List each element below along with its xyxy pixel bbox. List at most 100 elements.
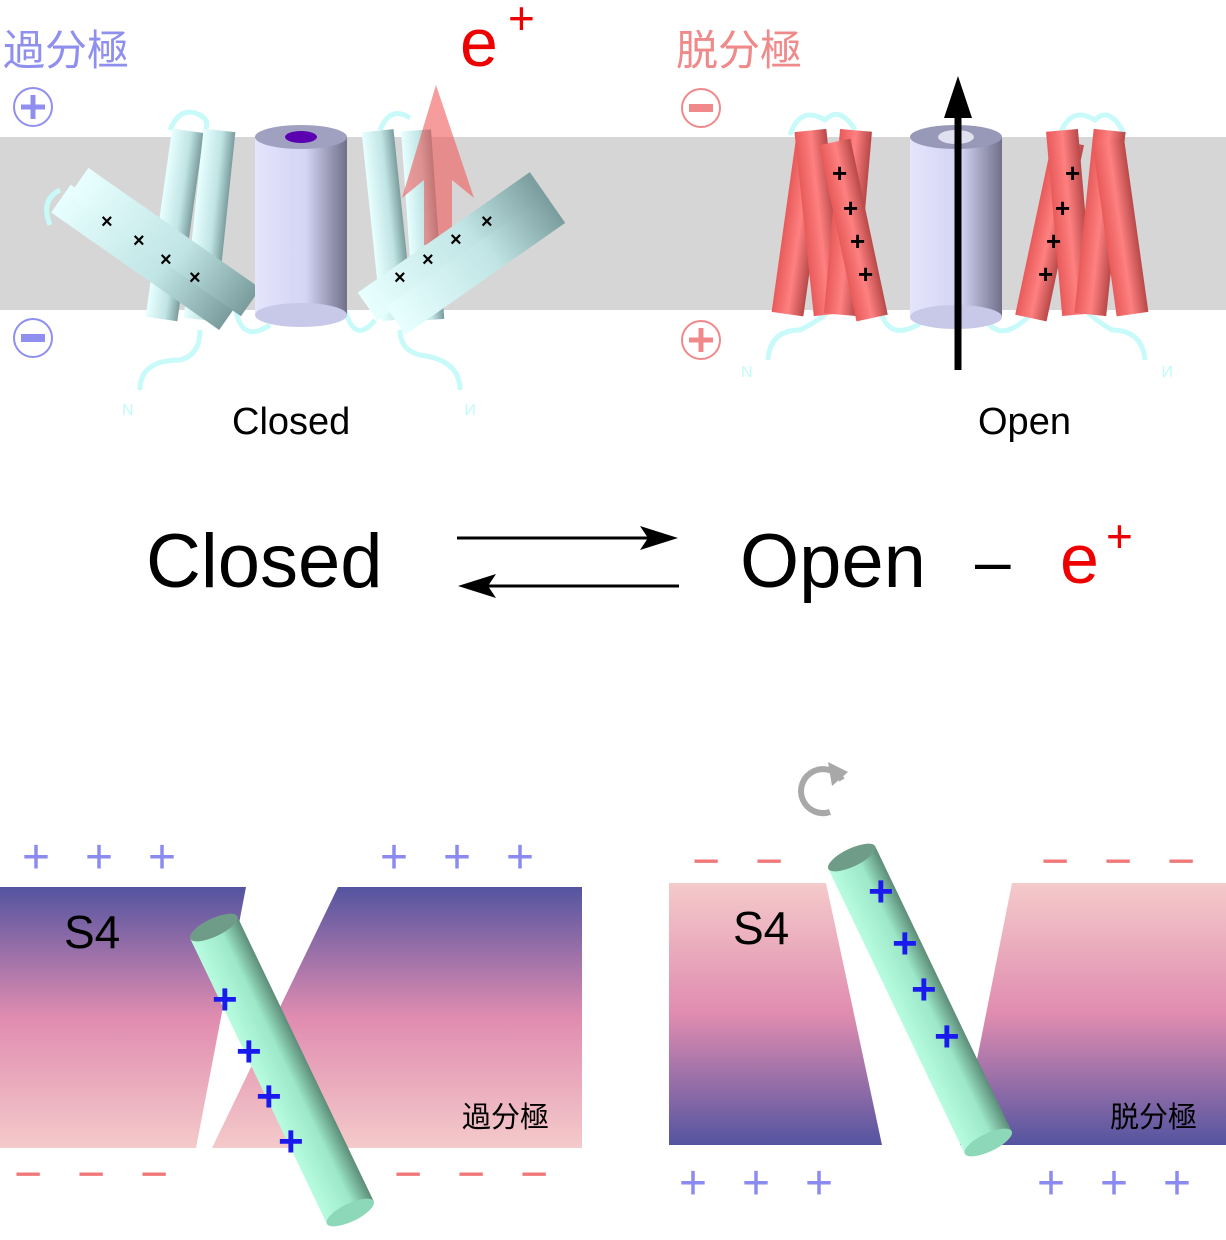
intracellular-charges: − − − − − − [14,1148,548,1201]
n-terminal-label: N [464,402,476,419]
svg-text:+: + [148,831,176,884]
open-channel-panel: 脱分極 + + + + [676,26,1173,443]
reverse-arrow-head-icon [458,574,496,598]
s4-charges: + + + + [212,975,304,1166]
svg-text:+: + [843,193,858,223]
svg-text:+: + [892,919,918,968]
svg-text:×: × [450,229,462,251]
svg-text:+: + [256,1072,282,1121]
closed-channel-panel: 過分極 × × × × [3,0,566,443]
closed-state-label: Closed [232,401,350,443]
svg-text:+: + [911,965,937,1014]
svg-text:×: × [101,211,113,233]
svg-text:+: + [805,1157,833,1210]
helix-cylinder [385,195,566,335]
svg-text:−: − [140,1148,168,1201]
svg-text:−: − [77,1148,105,1201]
plus-circle-icon [13,87,53,127]
rotation-arrow-icon [798,762,848,817]
membrane-block [0,887,246,1148]
depolarization-label: 脱分極 [676,26,802,75]
equation-closed: Closed [146,519,383,604]
n-terminal-label: N [741,364,753,381]
svg-text:+: + [1037,1157,1065,1210]
svg-text:+: + [443,831,471,884]
svg-text:+: + [1038,259,1053,289]
equation-ion: e [1060,520,1099,598]
svg-text:−: − [394,1148,422,1201]
helix-cylinder [819,138,888,322]
loop-segments [765,111,1148,361]
svg-text:+: + [212,975,238,1024]
svg-text:−: − [457,1148,485,1201]
svg-text:−: − [1104,835,1132,888]
svg-text:−: − [520,1148,548,1201]
arrow-head-icon [944,76,972,118]
minus-circle-icon [681,88,721,128]
minus-circle-icon [13,318,53,358]
svg-text:+: + [1065,158,1080,188]
s4-charges: + + + + [868,867,960,1061]
equation-ion-charge: + [1106,510,1133,562]
svg-text:+: + [742,1157,770,1210]
svg-text:×: × [481,211,493,233]
s4-helix-cylinder [189,913,375,1227]
equation-open: Open [740,519,926,604]
svg-text:+: + [380,831,408,884]
svg-text:−: − [1041,835,1069,888]
svg-text:+: + [1100,1157,1128,1210]
svg-text:−: − [1167,835,1195,888]
svg-text:×: × [422,249,434,271]
svg-text:+: + [934,1012,960,1061]
svg-text:+: + [506,831,534,884]
equilibrium-equation: Closed Open – e + [146,510,1133,604]
svg-text:+: + [1046,226,1061,256]
s4-depolarized-panel: − − − − − + + + + + + + + + + S4 [669,762,1226,1210]
charge-marks: × × × × [101,211,201,289]
svg-text:×: × [160,249,172,271]
helix-cylinder [1092,138,1149,317]
hyperpolarization-label: 過分極 [3,26,129,75]
svg-text:+: + [22,831,50,884]
s4-label: S4 [733,902,789,954]
svg-text:−: − [692,835,720,888]
charge-marks: + + + + [1038,158,1080,289]
n-terminal-label: N [122,402,134,419]
svg-text:−: − [14,1148,42,1201]
positive-ion-label: e + [460,0,535,81]
extracellular-charges: + + + + + + [22,831,534,884]
membrane-block [669,883,882,1145]
membrane-block [960,883,1226,1145]
svg-text:×: × [394,267,406,289]
svg-text:e: e [460,5,498,81]
svg-text:+: + [679,1157,707,1210]
svg-text:+: + [508,0,535,44]
n-terminal-label: N [1161,364,1173,381]
svg-text:+: + [236,1027,262,1076]
svg-text:+: + [1055,193,1070,223]
svg-text:−: − [755,835,783,888]
charge-marks: + + + + [832,158,873,289]
svg-text:+: + [858,259,873,289]
plus-circle-icon [681,320,721,360]
hyperpolarization-label: 過分極 [462,1100,549,1134]
s4-helix-cylinder [827,843,1013,1157]
s4-hyperpolarized-panel: + + + + + + − − − − − − + + + + S4 過分極 [0,831,582,1227]
open-state-label: Open [978,401,1071,443]
helix-cylinder [51,184,239,331]
forward-arrow-head-icon [640,526,678,550]
svg-text:+: + [278,1117,304,1166]
intracellular-charges: + + + + + + [679,1157,1191,1210]
helix-cylinder [68,167,261,317]
s4-label: S4 [64,906,120,958]
svg-text:+: + [85,831,113,884]
svg-text:+: + [832,158,847,188]
svg-text:×: × [133,230,145,252]
svg-text:+: + [850,226,865,256]
depolarization-label: 脱分極 [1110,1100,1197,1134]
svg-text:+: + [1163,1157,1191,1210]
ion-flow-arrow [402,85,474,245]
svg-text:+: + [868,867,894,916]
